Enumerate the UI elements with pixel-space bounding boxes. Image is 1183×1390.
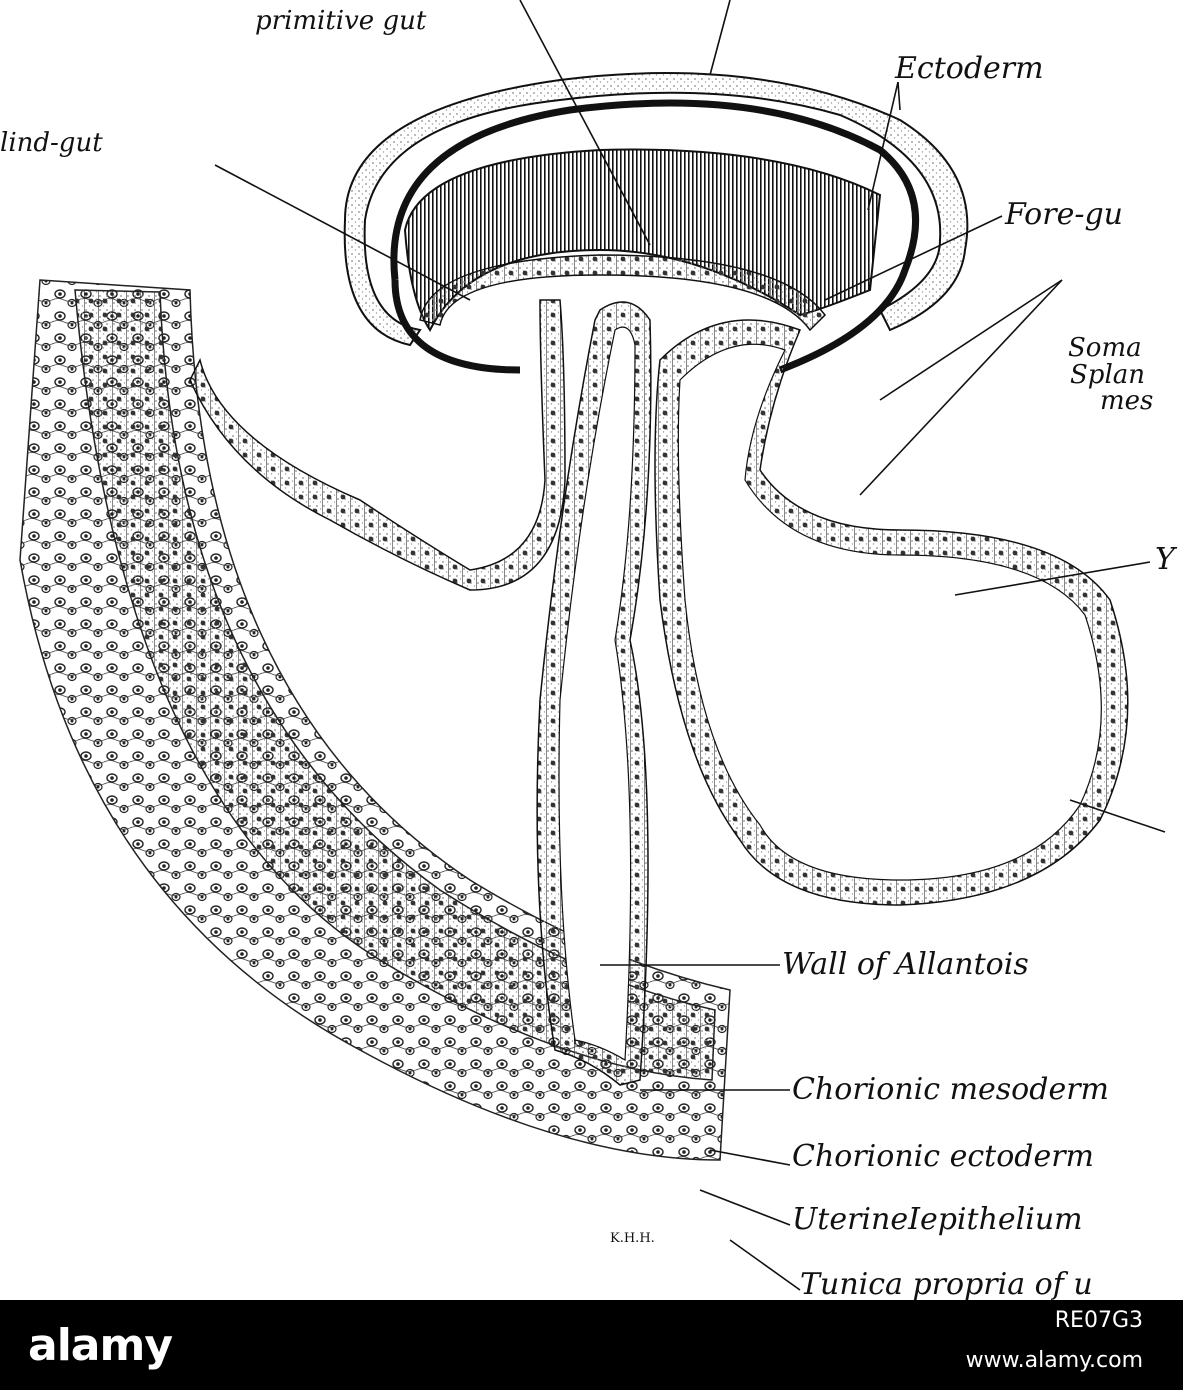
label-fore-gut: Fore-gu: [1005, 197, 1123, 232]
label-splanchnic: Splan: [1070, 360, 1146, 390]
label-mesoderm: mes: [1100, 386, 1154, 416]
watermark-footer: alamy RE07G3 www.alamy.com: [0, 1300, 1183, 1390]
label-chorionic-mesoderm: Chorionic mesoderm: [792, 1072, 1109, 1107]
label-yolk-sac: Y: [1155, 542, 1175, 577]
label-hind-gut: lind-gut: [0, 128, 103, 158]
label-chorionic-ectoderm: Chorionic ectoderm: [792, 1139, 1095, 1174]
artist-signature: K.H.H.: [610, 1231, 655, 1246]
label-primitive-gut: primitive gut: [255, 6, 427, 36]
embryo-diagram: [19, 0, 1166, 1291]
alamy-logo: alamy: [28, 1320, 173, 1371]
label-somatic: Soma: [1068, 333, 1142, 363]
gut-roof: [419, 254, 826, 332]
label-wall-of-allantois: Wall of Allantois: [782, 947, 1029, 982]
embryo-section-figure: primitive gut Ectoderm lind-gut Fore-gu …: [0, 0, 1175, 1302]
left-coelom-wall: [189, 299, 566, 591]
label-uterine-epithelium: UterineⅠepithelium: [792, 1202, 1083, 1237]
label-ectoderm: Ectoderm: [895, 51, 1044, 86]
ectoderm-thick-line: [390, 99, 920, 374]
label-tunica-propria: Tunica propria of u: [800, 1267, 1093, 1302]
leader-lines: [214, 0, 1166, 1291]
amnion-envelope: [343, 72, 969, 347]
site-url: www.alamy.com: [965, 1348, 1143, 1373]
stock-image-id: RE07G3: [1054, 1308, 1143, 1333]
